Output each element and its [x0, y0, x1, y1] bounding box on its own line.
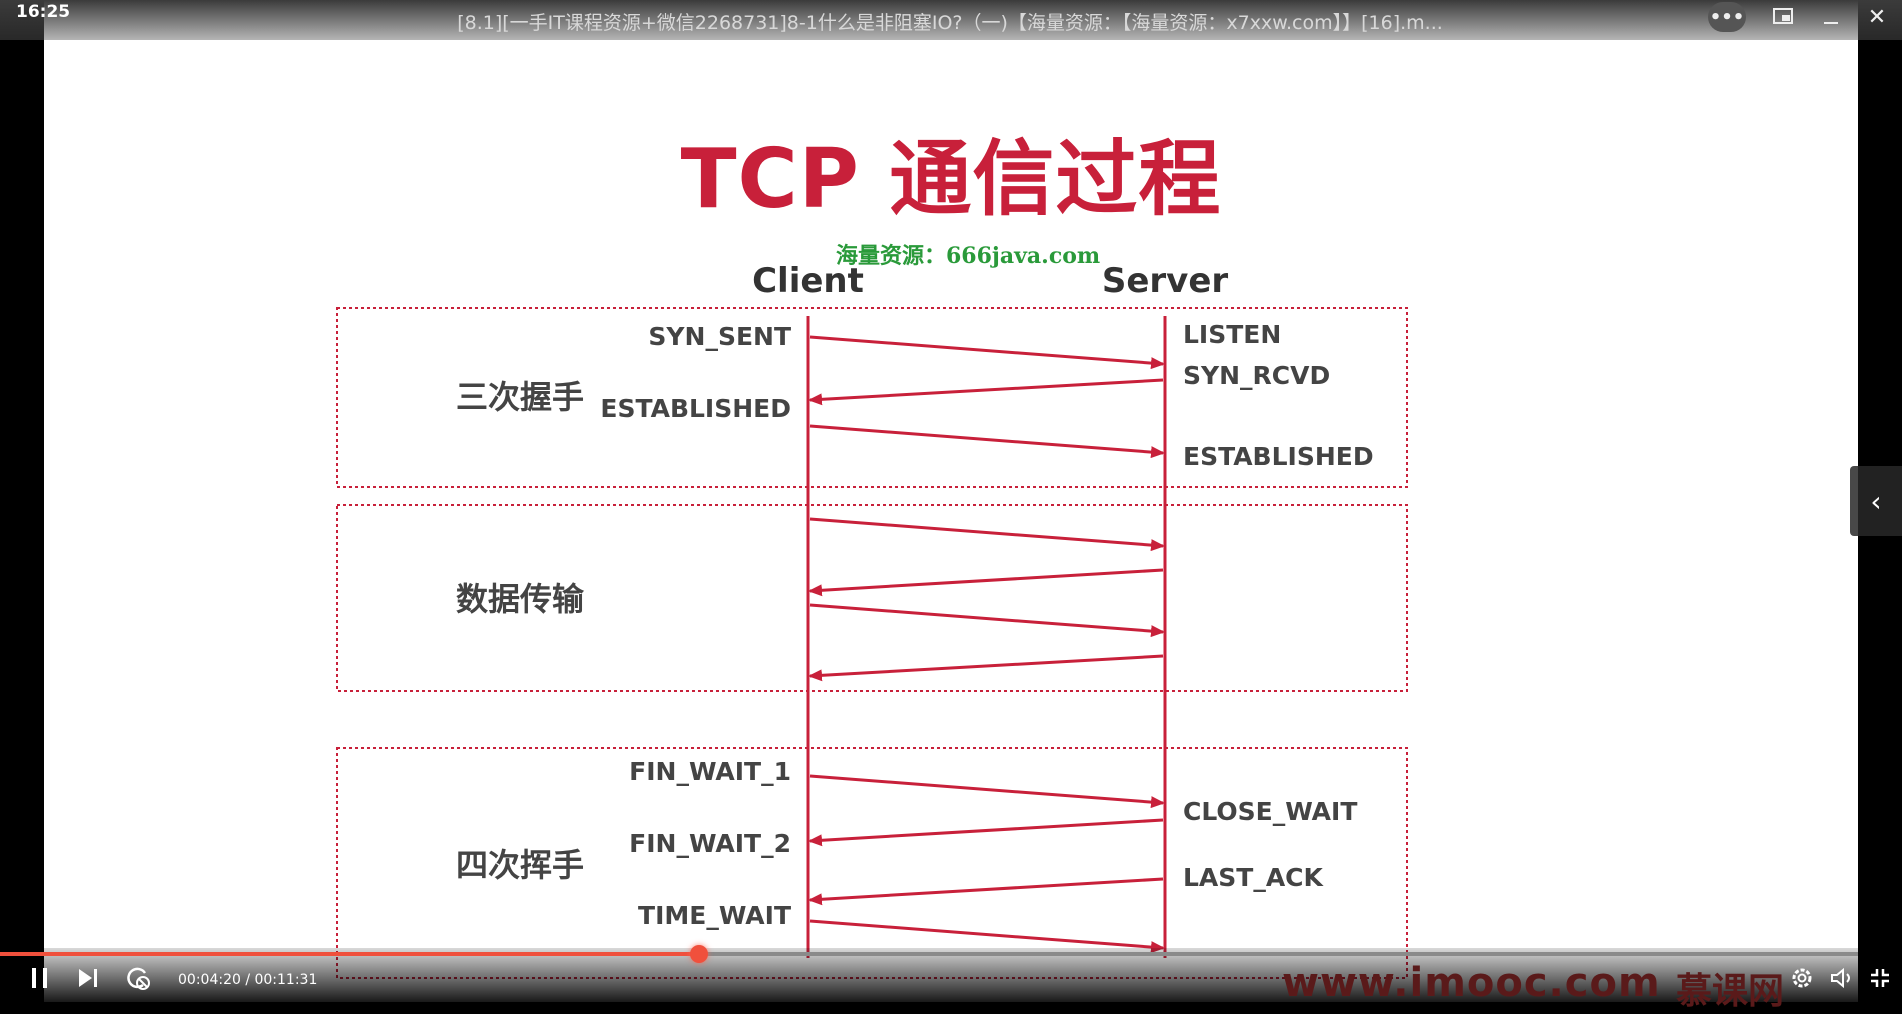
close-icon[interactable]: ✕ [1867, 4, 1887, 30]
server-state-close-wait: CLOSE_WAIT [1183, 797, 1357, 826]
settings-icon[interactable] [1788, 962, 1816, 994]
arrow-fin-2 [808, 877, 1164, 906]
minimize-icon[interactable] [1811, 0, 1851, 34]
client-state-fin-wait-1: FIN_WAIT_1 [629, 757, 791, 786]
progress-bar[interactable] [0, 945, 1858, 963]
volume-icon[interactable] [1828, 962, 1856, 994]
section-label-teardown: 四次挥手 [456, 846, 584, 884]
brand-watermark-2: 慕课网 [1676, 971, 1785, 1012]
arrow-ack [809, 424, 1165, 459]
arrow-syn-ack [808, 378, 1164, 406]
client-state-syn-sent: SYN_SENT [648, 322, 791, 351]
watermark-text: 海量资源：666java.com [836, 243, 1101, 269]
next-icon[interactable] [74, 962, 102, 994]
arrow-data-1 [809, 517, 1165, 552]
loop-icon[interactable] [122, 962, 152, 994]
server-state-last-ack: LAST_ACK [1183, 863, 1325, 892]
server-state-established: ESTABLISHED [1183, 442, 1374, 471]
progress-fill [0, 952, 699, 956]
time-display: 00:04:20 / 00:11:31 [178, 972, 318, 988]
arrow-syn [809, 335, 1165, 370]
pause-icon[interactable] [26, 962, 54, 994]
section-box-transfer [336, 504, 1408, 692]
section-label-transfer: 数据传输 [456, 580, 585, 618]
server-state-listen: LISTEN [1183, 320, 1281, 349]
arrow-ack-3 [809, 919, 1165, 954]
server-state-syn-rcvd: SYN_RCVD [1183, 361, 1330, 390]
client-label: Client [752, 261, 864, 301]
more-icon[interactable]: ••• [1708, 2, 1746, 32]
side-panel-toggle-icon[interactable]: ‹ [1850, 466, 1902, 536]
video-frame[interactable]: TCP 通信过程 海量资源：666java.com Client Server … [44, 0, 1858, 1002]
video-title: [8.1][一手IT课程资源+微信2268731]8-1什么是非阻塞IO?（一)… [457, 12, 1443, 34]
section-box-teardown [336, 747, 1408, 979]
slide-title: TCP 通信过程 [680, 132, 1222, 227]
client-state-fin-wait-2: FIN_WAIT_2 [629, 829, 791, 858]
section-label-handshake: 三次握手 [456, 378, 584, 416]
server-label: Server [1102, 261, 1229, 301]
pip-icon[interactable] [1763, 0, 1803, 34]
fullscreen-exit-icon[interactable] [1866, 962, 1894, 994]
arrow-data-3 [809, 603, 1165, 638]
system-clock: 16:25 [16, 2, 71, 22]
client-state-time-wait: TIME_WAIT [638, 901, 791, 930]
progress-handle[interactable] [689, 945, 708, 963]
section-box-handshake [336, 307, 1408, 488]
arrow-data-4 [808, 654, 1164, 682]
player-control-bar [0, 948, 1902, 1002]
arrow-data-2 [808, 568, 1164, 597]
arrow-fin-1 [809, 774, 1165, 809]
brand-watermark: www.imooc.com [1282, 960, 1661, 1006]
title-bar: 16:25 [8.1][一手IT课程资源+微信2268731]8-1什么是非阻塞… [0, 0, 1902, 40]
arrow-ack-2 [808, 818, 1164, 847]
tcp-sequence-diagram: Client Server 三次握手 数据传输 四次挥手 SYN_SENT ES… [336, 261, 1408, 979]
client-state-established: ESTABLISHED [600, 394, 791, 423]
